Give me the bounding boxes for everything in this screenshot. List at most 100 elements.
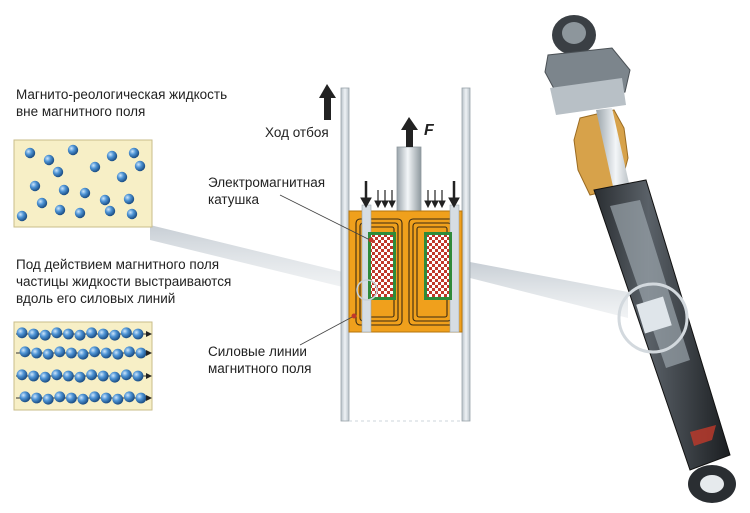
coil-left-winding [371, 235, 393, 297]
field-lines-line1: Силовые линии [208, 344, 307, 359]
aligned-particle [28, 370, 39, 382]
cylinder-wall-left [340, 87, 350, 422]
aligned-particle [63, 328, 74, 340]
aligned-particle [42, 348, 54, 360]
aligned-particle [74, 371, 86, 383]
aligned-particle [132, 328, 144, 340]
aligned-particle [77, 393, 89, 405]
aligned-particle [31, 392, 42, 404]
fluid-field-line3: вдоль его силовых линий [16, 291, 176, 306]
particle [104, 205, 116, 217]
aligned-particle [16, 369, 28, 381]
fluid-no-field-line2: вне магнитного поля [16, 104, 146, 119]
particle [126, 208, 138, 220]
aligned-particle [74, 329, 86, 341]
particle [52, 166, 64, 178]
aligned-particle [112, 348, 124, 360]
particle [106, 150, 118, 162]
fluid-no-field-caption: Магнито-реологическая жидкость вне магни… [16, 86, 227, 120]
aligned-particle-chains [16, 327, 152, 405]
particle [99, 194, 111, 206]
fluid-field-line1: Под действием магнитного поля [16, 257, 220, 272]
aligned-particle [51, 369, 63, 381]
field-lines-caption: Силовые линии магнитного поля [208, 343, 311, 377]
free-particles [16, 144, 146, 222]
aligned-particle [97, 370, 109, 382]
rebound-label: Ход отбоя [265, 125, 329, 140]
particle [123, 193, 135, 205]
particle [24, 147, 36, 159]
aligned-particle [51, 327, 63, 339]
aligned-particle [16, 327, 28, 339]
particle [54, 204, 66, 216]
particle [67, 144, 79, 156]
aligned-particle [132, 370, 144, 382]
aligned-particle [54, 391, 66, 403]
aligned-particle [109, 329, 121, 341]
aligned-particle [89, 391, 100, 403]
coil-caption: Электромагнитная катушка [208, 174, 325, 208]
aligned-particle [66, 392, 77, 404]
aligned-particle [109, 371, 121, 383]
field-line-arrow-icon [146, 373, 152, 379]
aligned-particle [42, 393, 54, 405]
aligned-particle [112, 393, 124, 405]
fluid-no-field-line1: Магнито-реологическая жидкость [16, 87, 228, 102]
zoom-cone-left [150, 225, 355, 290]
aligned-particle [86, 369, 97, 381]
force-arrow-icon [401, 117, 418, 147]
aligned-particle [63, 370, 74, 382]
force-label: F [424, 122, 434, 139]
coil-line2: катушка [208, 192, 260, 207]
aligned-particle [123, 346, 135, 358]
aligned-particle [31, 347, 42, 359]
aligned-particle [19, 391, 31, 403]
aligned-particle [121, 369, 132, 381]
piston-rod [396, 146, 422, 212]
aligned-particle [121, 327, 132, 339]
leader-lines [279, 194, 371, 346]
shock-zoom-circle [617, 282, 689, 354]
field-line-arrow-icon [146, 395, 152, 401]
aligned-particle [77, 348, 89, 360]
aligned-particle [86, 327, 97, 339]
cylinder-wall-right [461, 87, 471, 422]
particle [16, 210, 28, 222]
field-line-arrow-icon [146, 350, 152, 356]
particle [36, 197, 48, 209]
aligned-particle [89, 346, 100, 358]
particle [79, 187, 91, 199]
particle [128, 147, 140, 159]
particle [134, 160, 146, 172]
aligned-particle [39, 371, 51, 383]
coil-line1: Электромагнитная [208, 175, 326, 190]
aligned-particle [100, 347, 112, 359]
zoom-cone-right [470, 262, 628, 318]
aligned-particle [39, 329, 51, 341]
particle [116, 171, 128, 183]
fluid-field-caption: Под действием магнитного поля частицы жи… [16, 256, 231, 307]
particle [74, 207, 86, 219]
coil-right-winding [427, 235, 449, 297]
fluid-field-line2: частицы жидкости выстраиваются [16, 274, 232, 289]
field-pointer-dot [351, 313, 357, 319]
aligned-particle [19, 346, 31, 358]
particle [43, 154, 55, 166]
rebound-arrow-icon [319, 84, 336, 120]
field-lines-line2: магнитного поля [208, 361, 312, 376]
aligned-particle [123, 391, 135, 403]
coil-pointer-dot [368, 237, 374, 243]
aligned-particle [28, 328, 39, 340]
aligned-particle [66, 347, 77, 359]
particle [89, 161, 101, 173]
flow-arrows [360, 181, 460, 209]
aligned-particle [100, 392, 112, 404]
shock-absorber-illustration [544, 15, 736, 503]
aligned-particle [54, 346, 66, 358]
field-line-arrow-icon [146, 331, 152, 337]
aligned-particle [135, 347, 147, 359]
aligned-particle [135, 392, 147, 404]
particle [58, 184, 70, 196]
magnified-spot [356, 279, 378, 301]
